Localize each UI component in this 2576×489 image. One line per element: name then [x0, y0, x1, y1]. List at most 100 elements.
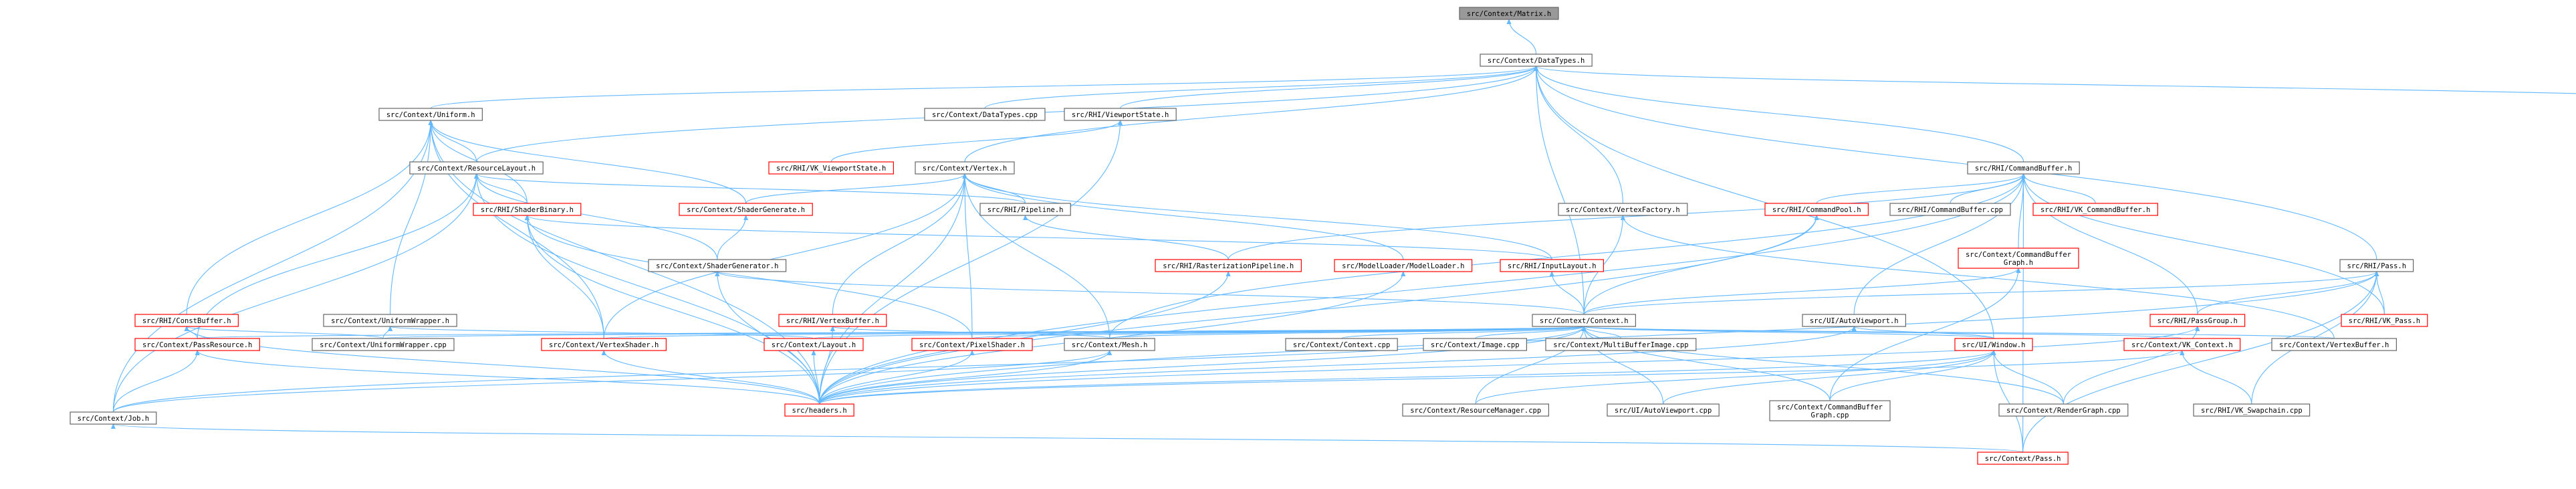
node-vk-commandbuffer[interactable]: src/RHI/VK_CommandBuffer.h	[2032, 203, 2158, 216]
node-pixelshader[interactable]: src/Context/PixelShader.h	[911, 338, 1033, 351]
node-box	[979, 203, 1071, 216]
edge-uniformwrapper-cpp-to-constbuffer	[187, 326, 384, 339]
node-uniformwrapper-h[interactable]: src/Context/UniformWrapper.h	[323, 314, 457, 327]
edge-viewportstate-to-datatypes-h	[1120, 66, 1536, 109]
edge-rendergraph-to-window-h	[1994, 351, 2064, 405]
node-label: src/UI/AutoViewport.cpp	[1615, 407, 1712, 415]
node-label: src/RHI/VK_Pass.h	[2349, 317, 2420, 325]
node-box	[764, 338, 864, 351]
node-vertexfactory[interactable]: src/Context/VertexFactory.h	[1558, 203, 1688, 216]
node-vk-context[interactable]: src/Context/VK_Context.h	[2123, 338, 2241, 351]
node-layout[interactable]: src/Context/Layout.h	[764, 338, 864, 351]
node-context-h[interactable]: src/Context/Context.h	[1532, 314, 1636, 327]
node-mesh[interactable]: src/Context/Mesh.h	[1064, 338, 1155, 351]
node-commandpool[interactable]: src/RHI/CommandPool.h	[1764, 203, 1869, 216]
node-label: src/Context/DataTypes.cpp	[932, 111, 1038, 119]
node-label: src/Context/Mesh.h	[1072, 341, 1148, 349]
node-passresource[interactable]: src/Context/PassResource.h	[134, 338, 260, 351]
edge-datatypes-cpp-to-datatypes-h	[984, 66, 1536, 109]
node-uniform-h[interactable]: src/Context/Uniform.h	[378, 108, 483, 121]
edge-pipeline-to-resourcelayout	[477, 174, 1026, 204]
edges-layer	[112, 19, 2576, 453]
node-box	[323, 314, 457, 327]
edge-resourcemanager-to-context-h	[1475, 326, 1584, 405]
node-autoviewport-cpp[interactable]: src/UI/AutoViewport.cpp	[1607, 403, 1720, 417]
node-window-h[interactable]: src/UI/Window.h	[1954, 338, 2033, 351]
node-rasterization[interactable]: src/RHI/RasterizationPipeline.h	[1155, 259, 1302, 272]
node-shadergenerator[interactable]: src/Context/ShaderGenerator.h	[648, 259, 787, 272]
node-viewportstate[interactable]: src/RHI/ViewportState.h	[1064, 108, 1177, 121]
node-label: src/ModelLoader/ModelLoader.h	[1342, 262, 1464, 270]
edge-pass-ctx-to-commandbuffer-h	[2023, 174, 2024, 453]
node-vk-pass[interactable]: src/RHI/VK_Pass.h	[2341, 314, 2428, 327]
node-matrix[interactable]: src/Context/Matrix.h	[1459, 7, 1559, 20]
node-job[interactable]: src/Context/Job.h	[70, 411, 157, 425]
edge-headers-to-context-h	[819, 326, 1585, 405]
edge-rasterization-to-commandbuffer-h	[1227, 174, 2023, 260]
node-box	[1802, 314, 1906, 327]
edge-context-h-to-pass-rhi	[1583, 272, 2377, 315]
node-shaderbinary[interactable]: src/RHI/ShaderBinary.h	[473, 203, 582, 216]
node-box	[1459, 7, 1559, 20]
edge-headers-to-shaderbinary	[527, 215, 820, 405]
edge-vk-commandbuffer-to-commandbuffer-h	[2024, 174, 2096, 204]
node-label: src/Context/MultiBufferImage.cpp	[1553, 341, 1688, 349]
node-modelloader[interactable]: src/ModelLoader/ModelLoader.h	[1334, 259, 1473, 272]
edge-window-h-to-datatypes-h	[1536, 66, 1994, 339]
node-vertexbuffer-ctx[interactable]: src/Context/VertexBuffer.h	[2271, 338, 2397, 351]
edge-shadergenerate-to-vertex-h	[745, 174, 965, 204]
node-commandbuffer-cpp[interactable]: src/RHI/CommandBuffer.cpp	[1889, 203, 2011, 216]
edge-job-to-passresource	[112, 351, 197, 413]
node-label: src/Context/Layout.h	[772, 341, 856, 349]
node-pass-ctx[interactable]: src/Context/Pass.h	[1977, 452, 2069, 465]
edge-context-h-to-inputlayout	[1552, 272, 1585, 315]
edge-headers-to-pass-rhi	[819, 272, 2377, 405]
node-label: src/Context/UniformWrapper.h	[331, 317, 449, 325]
edge-window-h-to-context-h	[1584, 326, 1994, 339]
node-inputlayout[interactable]: src/RHI/InputLayout.h	[1500, 259, 1604, 272]
node-box	[1889, 203, 2011, 216]
node-multibufferimage[interactable]: src/Context/MultiBufferImage.cpp	[1545, 338, 1697, 351]
node-constbuffer[interactable]: src/RHI/ConstBuffer.h	[134, 314, 239, 327]
node-rendergraph[interactable]: src/Context/RenderGraph.cpp	[1998, 403, 2129, 417]
node-vertexbuffer-rhi[interactable]: src/RHI/VertexBuffer.h	[778, 314, 887, 327]
edge-passgroup-to-pass-rhi	[2197, 272, 2377, 315]
node-passgroup[interactable]: src/RHI/PassGroup.h	[2149, 314, 2246, 327]
node-datatypes-cpp[interactable]: src/Context/DataTypes.cpp	[924, 108, 1046, 121]
edge-passresource-to-resourcelayout	[197, 174, 476, 339]
node-uniformwrapper-cpp[interactable]: src/Context/UniformWrapper.cpp	[312, 338, 455, 351]
node-box	[784, 403, 854, 417]
node-autoviewport-h[interactable]: src/UI/AutoViewport.h	[1802, 314, 1906, 327]
node-resourcelayout[interactable]: src/Context/ResourceLayout.h	[409, 161, 544, 175]
edge-vk-context-to-context-h	[1584, 326, 2183, 339]
node-vk-swapchain[interactable]: src/RHI/VK_Swapchain.cpp	[2193, 403, 2311, 417]
node-commandbuffer-h[interactable]: src/RHI/CommandBuffer.h	[1967, 161, 2080, 175]
node-box	[911, 338, 1033, 351]
edge-vertexbuffer-rhi-to-vertex-h	[832, 174, 965, 315]
node-datatypes-h[interactable]: src/Context/DataTypes.h	[1480, 54, 1593, 67]
node-label: src/Context/UniformWrapper.cpp	[320, 341, 447, 349]
edge-vertexshader-to-shaderbinary	[527, 215, 604, 339]
node-context-cpp[interactable]: src/Context/Context.cpp	[1285, 338, 1398, 351]
node-shadergenerate[interactable]: src/Context/ShaderGenerate.h	[679, 203, 813, 216]
node-vk-viewportstate[interactable]: src/RHI/VK_ViewportState.h	[768, 161, 894, 175]
node-resourcemanager[interactable]: src/Context/ResourceManager.cpp	[1402, 403, 1549, 417]
node-headers[interactable]: src/headers.h	[784, 403, 854, 417]
node-pipeline[interactable]: src/RHI/Pipeline.h	[979, 203, 1071, 216]
node-label: src/RHI/Pipeline.h	[987, 206, 1064, 214]
edge-pixelshader-to-vertex-h	[965, 174, 973, 339]
node-pass-rhi[interactable]: src/RHI/Pass.h	[2339, 259, 2414, 272]
edge-vertexshader-to-uniform-h	[431, 120, 604, 339]
edge-headers-to-vk-context	[819, 351, 2182, 405]
node-image-cpp[interactable]: src/Context/Image.cpp	[1423, 338, 1527, 351]
edge-vertexbuffer-ctx-to-context-h	[1584, 326, 2335, 339]
node-vertex-h[interactable]: src/Context/Vertex.h	[915, 161, 1015, 175]
node-label: src/Context/Context.cpp	[1293, 341, 1390, 349]
node-box	[1402, 403, 1549, 417]
node-label: src/Context/VertexBuffer.h	[2279, 341, 2389, 349]
edge-headers-to-window-h	[819, 351, 1994, 405]
node-box	[1967, 161, 2080, 175]
node-vertexshader[interactable]: src/Context/VertexShader.h	[541, 338, 667, 351]
